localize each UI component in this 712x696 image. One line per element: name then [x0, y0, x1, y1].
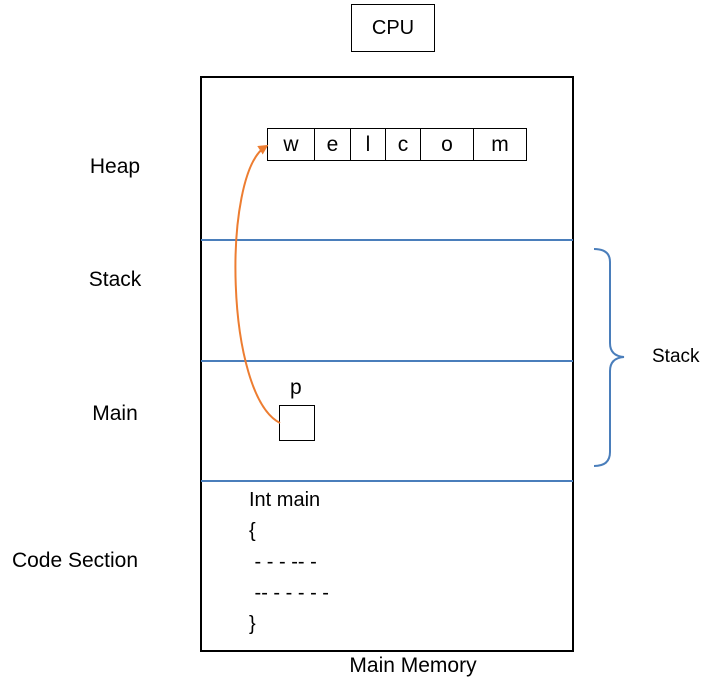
stack-main-divider [201, 360, 573, 362]
cpu-label: CPU [371, 16, 415, 39]
heap-label: Heap [89, 155, 141, 178]
main-label: Main [92, 402, 138, 425]
cpu-box: CPU [351, 4, 435, 52]
code-line: - - - -- - [249, 551, 317, 573]
heap-char-cell: w [267, 128, 315, 161]
main-memory-caption: Main Memory [349, 654, 477, 677]
heap-char-cell: m [473, 128, 527, 161]
heap-stack-divider [201, 239, 573, 241]
main-memory-box [200, 76, 574, 652]
main-code-divider [201, 480, 573, 482]
code-section-label: Code Section [11, 549, 139, 572]
pointer-label: p [290, 376, 302, 399]
code-line: Int main [249, 489, 321, 511]
code-line: } [249, 613, 256, 635]
code-line: -- - - - - - [249, 582, 329, 604]
pointer-arrow [234, 144, 281, 424]
code-line: { [249, 520, 256, 542]
stack-label: Stack [88, 268, 142, 291]
stack-brace [593, 248, 625, 467]
stack-brace-label: Stack [652, 346, 700, 367]
heap-char-cell: o [420, 128, 474, 161]
heap-char-cell: c [385, 128, 421, 161]
